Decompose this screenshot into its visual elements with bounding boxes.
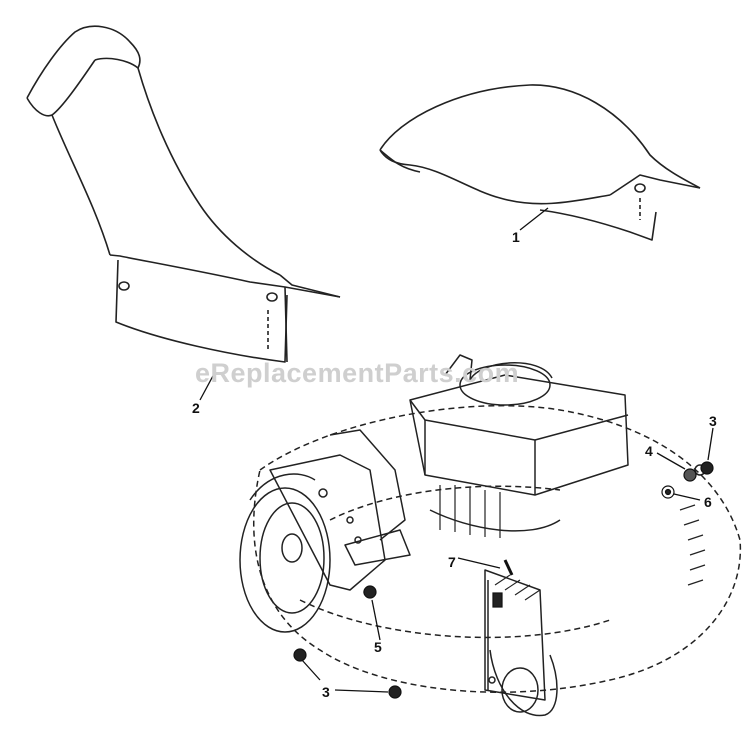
nut-5 xyxy=(363,585,377,599)
callout-7: 7 xyxy=(448,554,456,570)
lawn-mower-assembly xyxy=(239,354,742,717)
callout-4: 4 xyxy=(645,443,653,459)
callout-6: 6 xyxy=(704,494,712,510)
nut-3-left xyxy=(293,648,307,662)
nut-3-top xyxy=(700,461,714,475)
callout-3-top: 3 xyxy=(709,413,717,429)
bolt-7 xyxy=(503,559,514,576)
hardware-parts xyxy=(293,461,714,699)
callout-1: 1 xyxy=(512,229,520,245)
watermark: eReplacementParts.com xyxy=(195,358,519,388)
washer-4 xyxy=(683,468,697,482)
nut-3-bottom xyxy=(388,685,402,699)
deflector-part-1 xyxy=(379,84,701,241)
leader-lines xyxy=(199,207,714,693)
discharge-chute-part-2 xyxy=(26,25,341,363)
callout-5: 5 xyxy=(374,639,382,655)
callout-2: 2 xyxy=(192,400,200,416)
callout-3-bottom: 3 xyxy=(322,684,330,700)
